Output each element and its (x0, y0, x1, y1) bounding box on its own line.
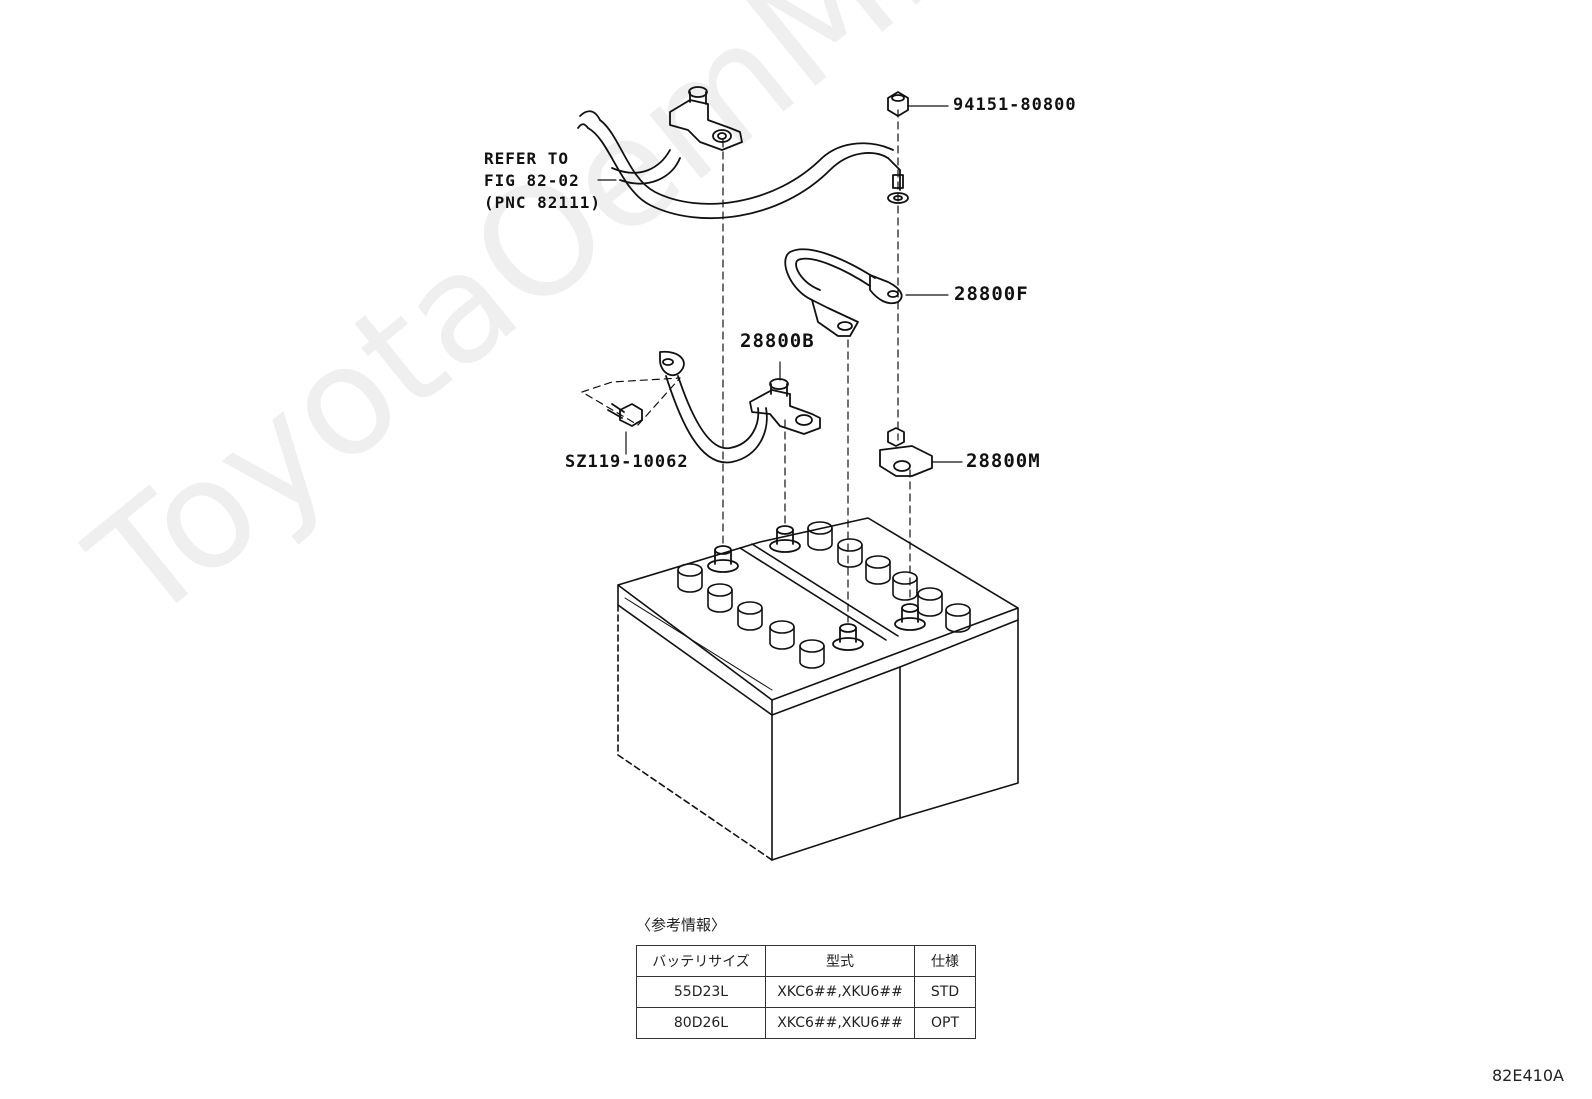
table-cell: XKC6##,XKU6## (765, 976, 915, 1008)
nut-94151 (887, 91, 949, 117)
cable-28800f (784, 248, 949, 337)
cable-28800b (659, 350, 821, 464)
cable-28800b-label: 28800B (740, 330, 815, 352)
clamp-28800m-label: 28800M (966, 450, 1041, 472)
nut-part-number: 94151-80800 (953, 95, 1077, 115)
table-cell: 55D23L (636, 976, 766, 1008)
table-header-row: バッテリサイズ 型式 仕様 (636, 945, 976, 977)
reference-info-title: 〈参考情報〉 (636, 916, 727, 934)
illustration-code: 82E410A (1492, 1066, 1564, 1085)
alignment-lines (581, 109, 911, 623)
table-cell: XKC6##,XKU6## (765, 1007, 915, 1039)
main-harness-cable (577, 110, 894, 220)
table-cell: OPT (914, 1007, 976, 1039)
clamp-28800m (879, 427, 963, 477)
table-cell: STD (914, 976, 976, 1008)
positive-terminal-clamp (669, 86, 743, 151)
refer-line-3: (PNC 82111) (484, 193, 601, 212)
bolt-part-number: SZ119-10062 (565, 452, 689, 472)
header-model: 型式 (765, 945, 915, 977)
table-row: 80D26L XKC6##,XKU6## OPT (636, 1007, 976, 1039)
battery-terminals (707, 525, 926, 651)
header-battery-size: バッテリサイズ (636, 945, 766, 977)
table-cell: 80D26L (636, 1007, 766, 1039)
bolt-sz119 (607, 403, 643, 455)
battery-body (617, 517, 1019, 861)
battery-cell-caps (677, 521, 971, 669)
refer-to-note: REFER TO FIG 82-02 (PNC 82111) (484, 148, 601, 214)
battery-spec-table: バッテリサイズ 型式 仕様 55D23L XKC6##,XKU6## STD 8… (636, 945, 976, 1039)
header-spec: 仕様 (914, 945, 976, 977)
refer-line-1: REFER TO (484, 149, 570, 168)
cable-28800f-label: 28800F (954, 283, 1029, 305)
refer-line-2: FIG 82-02 (484, 171, 580, 190)
harness-ring-terminal (887, 157, 909, 204)
table-row: 55D23L XKC6##,XKU6## STD (636, 976, 976, 1008)
